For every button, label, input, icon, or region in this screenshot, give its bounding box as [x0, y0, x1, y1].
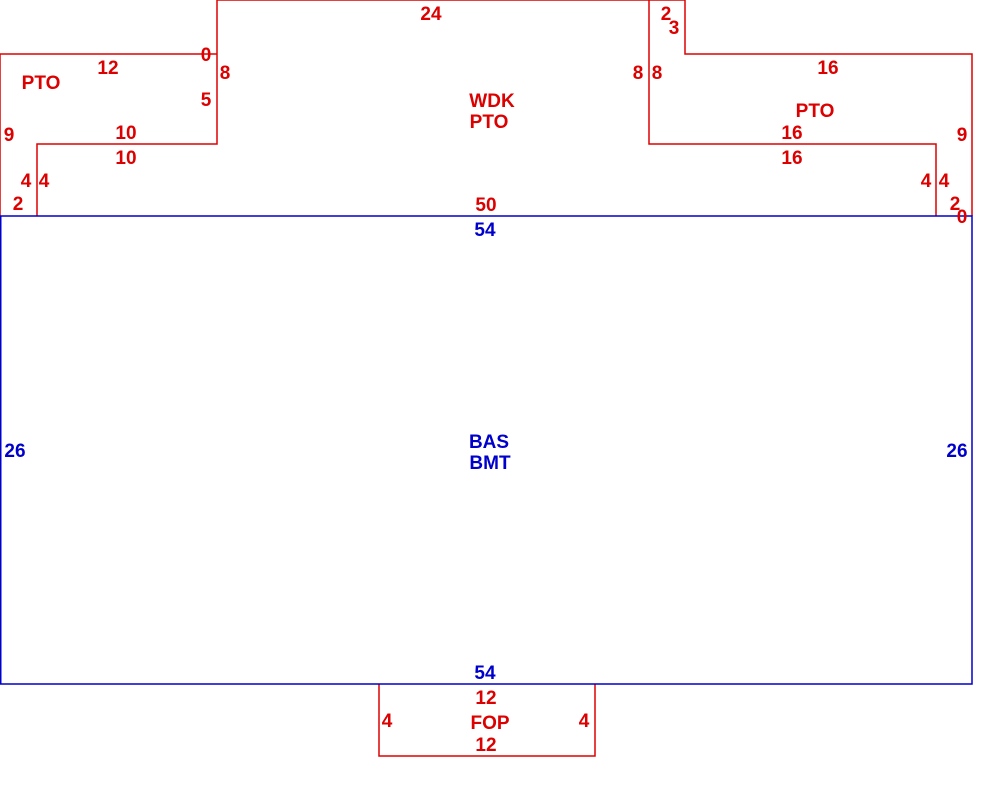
right-jog-top-dim: 2 — [661, 4, 672, 25]
right-patio-bottom-dim: 2 — [950, 194, 961, 215]
porch-outline — [378, 684, 596, 757]
porch-code-label: FOP — [470, 713, 509, 734]
left-patio-top-dim: 12 — [97, 58, 118, 79]
left-patio-step-outer-dim: 10 — [115, 123, 136, 144]
right-patio-lower-inner-dim: 4 — [921, 171, 932, 192]
deck-right-upper-dim: 8 — [633, 63, 644, 84]
left-patio-label: PTO — [22, 73, 61, 94]
deck-left-lower-dim: 5 — [201, 90, 212, 111]
right-patio-corner-dim: 0 — [957, 207, 968, 228]
right-patio-step-outer-dim: 16 — [781, 123, 802, 144]
base-outline — [0, 215, 973, 685]
base-code-label: BAS — [469, 432, 509, 453]
right-patio-step-inner-dim: 16 — [781, 148, 802, 169]
deck-patio-outline — [0, 0, 973, 216]
right-patio-top-dim: 16 — [817, 58, 838, 79]
deck-left-upper-dim: 8 — [220, 63, 231, 84]
deck-code-label: WDK — [469, 91, 515, 112]
base-code2-label: BMT — [469, 453, 511, 474]
left-patio-lower-outer-dim: 4 — [21, 171, 32, 192]
porch-top-dim: 12 — [475, 688, 496, 709]
right-patio-side-dim: 9 — [957, 125, 968, 146]
deck-top-dim: 24 — [420, 4, 442, 25]
right-patio-left-dim: 8 — [652, 63, 663, 84]
right-patio-lower-outer-dim: 4 — [939, 171, 950, 192]
right-patio-label: PTO — [796, 101, 835, 122]
porch-bottom-dim: 12 — [475, 735, 496, 756]
base-right-dim: 26 — [946, 441, 967, 462]
deck-bottom-dim: 50 — [475, 195, 496, 216]
right-jog-side-dim: 3 — [669, 18, 680, 39]
deck-left-jog-dim: 0 — [201, 45, 212, 66]
base-top-dim: 54 — [474, 220, 496, 241]
deck-code2-label: PTO — [470, 112, 509, 133]
porch-left-dim: 4 — [382, 711, 393, 732]
base-bottom-dim: 54 — [474, 663, 496, 684]
porch-right-dim: 4 — [579, 711, 590, 732]
left-patio-lower-inner-dim: 4 — [39, 171, 50, 192]
base-left-dim: 26 — [4, 441, 25, 462]
left-patio-step-inner-dim: 10 — [115, 148, 136, 169]
left-patio-side-dim: 9 — [4, 125, 15, 146]
left-patio-bottom-dim: 2 — [13, 194, 24, 215]
